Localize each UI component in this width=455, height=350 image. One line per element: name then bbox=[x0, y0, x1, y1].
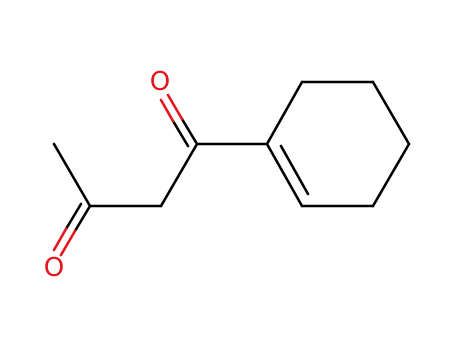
ring-bond-4 bbox=[371, 142, 411, 208]
oxygen-atom-upper: O bbox=[150, 67, 170, 97]
ring-bond-3 bbox=[371, 80, 411, 146]
bond-c2-o-lower-inner bbox=[64, 202, 83, 231]
bond-c2-o-lower-red bbox=[59, 229, 77, 257]
bond-c2-o-lower bbox=[73, 204, 92, 233]
oxygen-atom-lower: O bbox=[44, 253, 64, 283]
bond-methyl-c2 bbox=[52, 142, 92, 208]
ring-bond-6 bbox=[265, 142, 304, 208]
bond-c1-o-upper bbox=[180, 117, 199, 146]
bond-c1-o-upper-inner-red bbox=[159, 98, 175, 123]
ring-double-bond-inner bbox=[279, 144, 310, 196]
bond-c2-o-lower-inner-red bbox=[52, 227, 68, 252]
ring-bond-1 bbox=[265, 80, 304, 146]
bond-c1-o-upper-inner bbox=[171, 119, 190, 148]
bond-c1-o-upper-red bbox=[166, 93, 184, 121]
bond-ch2-c1 bbox=[159, 142, 199, 208]
